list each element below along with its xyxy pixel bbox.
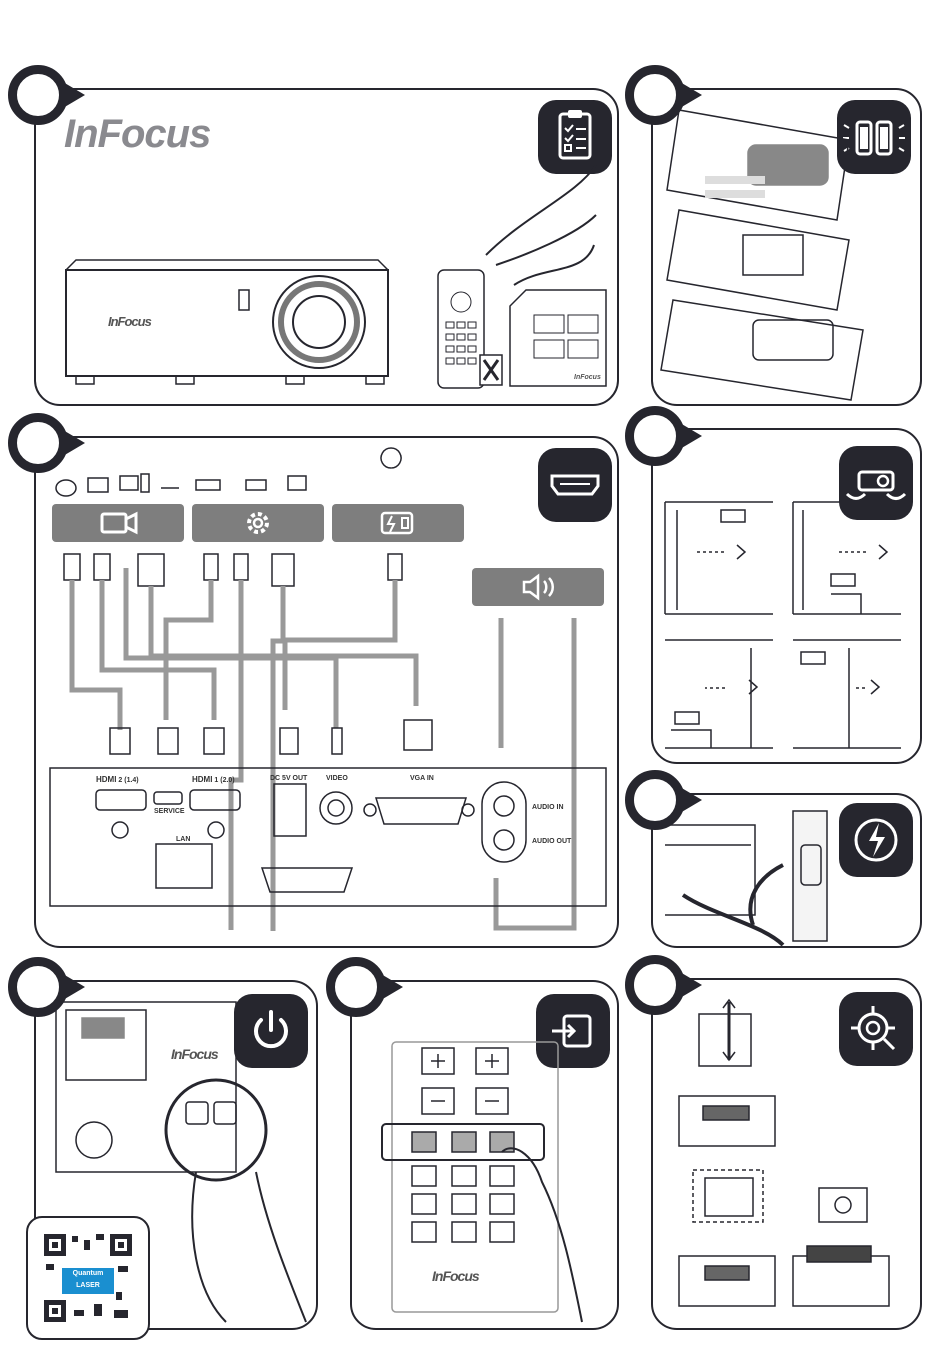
focus-adjust-illustration bbox=[653, 980, 924, 1332]
step-8-marker bbox=[625, 955, 685, 1015]
panel-batteries bbox=[651, 88, 922, 406]
port-audio-out: AUDIO OUT bbox=[532, 838, 571, 845]
panel-focus bbox=[651, 978, 922, 1330]
step-5-marker bbox=[625, 770, 685, 830]
panel-connections: HDMI 2 (1.4) SERVICE HDMI 1 (2.0) DC 5V … bbox=[34, 436, 619, 948]
step-6-marker bbox=[8, 957, 68, 1017]
cable-diagram bbox=[36, 438, 621, 950]
port-hdmi-1: HDMI 1 (2.0) bbox=[192, 775, 235, 784]
port-service: SERVICE bbox=[154, 808, 185, 815]
panel-input-source: InFocus bbox=[350, 980, 619, 1330]
panel-installation bbox=[651, 428, 922, 764]
projector-logo: InFocus bbox=[108, 314, 151, 329]
panel-power-cord bbox=[651, 793, 922, 948]
projector-illustration bbox=[36, 90, 621, 408]
step-2-marker bbox=[625, 65, 685, 125]
installation-modes-illustration bbox=[653, 430, 924, 766]
step-4-marker bbox=[625, 406, 685, 466]
remote-logo: InFocus bbox=[432, 1268, 479, 1284]
port-dc-5v-out: DC 5V OUT bbox=[270, 775, 307, 782]
remote-input-illustration bbox=[352, 982, 621, 1332]
step-3-marker bbox=[8, 413, 68, 473]
step-7-marker bbox=[326, 957, 386, 1017]
port-hdmi-2: HDMI 2 (1.4) bbox=[96, 775, 139, 784]
port-audio-in: AUDIO IN bbox=[532, 804, 564, 811]
panel-box-contents: InFocus InFocus InFocus bbox=[34, 88, 619, 406]
power-panel-logo: InFocus bbox=[171, 1046, 218, 1062]
doc-logo: InFocus bbox=[574, 374, 601, 381]
step-1-marker bbox=[8, 65, 68, 125]
port-video: VIDEO bbox=[326, 775, 348, 782]
battery-steps-illustration bbox=[653, 90, 924, 408]
port-lan: LAN bbox=[176, 836, 190, 843]
port-vga-in: VGA IN bbox=[410, 775, 434, 782]
power-cord-illustration bbox=[653, 795, 924, 950]
